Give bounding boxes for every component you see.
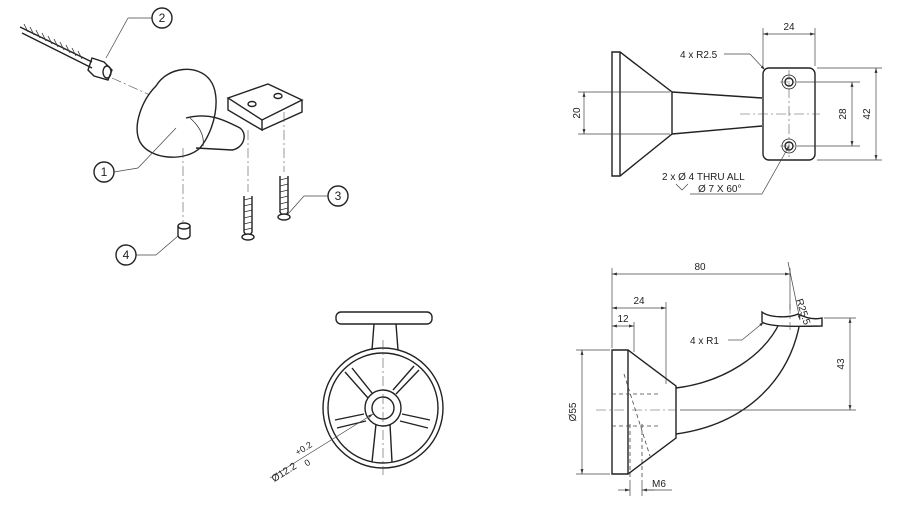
hanger-bolt bbox=[19, 23, 151, 96]
wood-screw-1 bbox=[241, 196, 255, 241]
balloon-4: 4 bbox=[115, 235, 179, 266]
bore-tol-zero: 0 bbox=[303, 457, 313, 468]
balloon-3: 3 bbox=[287, 185, 349, 215]
top-radius-note: 4 x R2.5 bbox=[680, 50, 718, 61]
flange-diameter-dim: Ø55 bbox=[568, 402, 579, 421]
top-height-dim: 42 bbox=[862, 108, 873, 120]
top-width-dim: 24 bbox=[783, 22, 795, 33]
height-43-dim: 43 bbox=[836, 358, 847, 370]
balloon-2: 2 bbox=[105, 7, 173, 59]
hole-note-line-1: 2 x Ø 4 THRU ALL bbox=[662, 172, 745, 183]
top-left-dim: 20 bbox=[572, 107, 583, 119]
balloon-4-label: 4 bbox=[123, 248, 130, 262]
bracket-body bbox=[136, 68, 304, 158]
balloon-1-label: 1 bbox=[101, 165, 108, 179]
set-screw bbox=[177, 222, 191, 240]
isometric-exploded-view: 1 2 3 4 bbox=[19, 7, 349, 266]
top-view: 24 4 x R2.5 20 28 42 2 x Ø 4 THRU ALL Ø … bbox=[572, 22, 882, 195]
overall-length-dim: 80 bbox=[694, 262, 706, 273]
flange-12-dim: 12 bbox=[617, 314, 629, 325]
hole-note-line-2: Ø 7 X 60° bbox=[698, 184, 741, 195]
side-view: 80 R25.5 24 12 4 x R1 Ø55 43 M6 bbox=[568, 261, 856, 496]
balloon-2-label: 2 bbox=[159, 11, 166, 25]
fillet-note: 4 x R1 bbox=[690, 336, 719, 347]
bore-diameter: Ø12.2 bbox=[270, 461, 299, 485]
top-hole-spacing: 28 bbox=[838, 108, 849, 120]
thread-dim: M6 bbox=[652, 479, 666, 490]
balloon-1: 1 bbox=[93, 127, 177, 183]
wood-screw-2 bbox=[277, 176, 291, 221]
bore-tol-plus: +0.2 bbox=[293, 440, 313, 458]
front-view: Ø12.2 +0.2 0 bbox=[269, 311, 444, 485]
flange-24-dim: 24 bbox=[633, 296, 645, 307]
balloon-3-label: 3 bbox=[335, 189, 342, 203]
